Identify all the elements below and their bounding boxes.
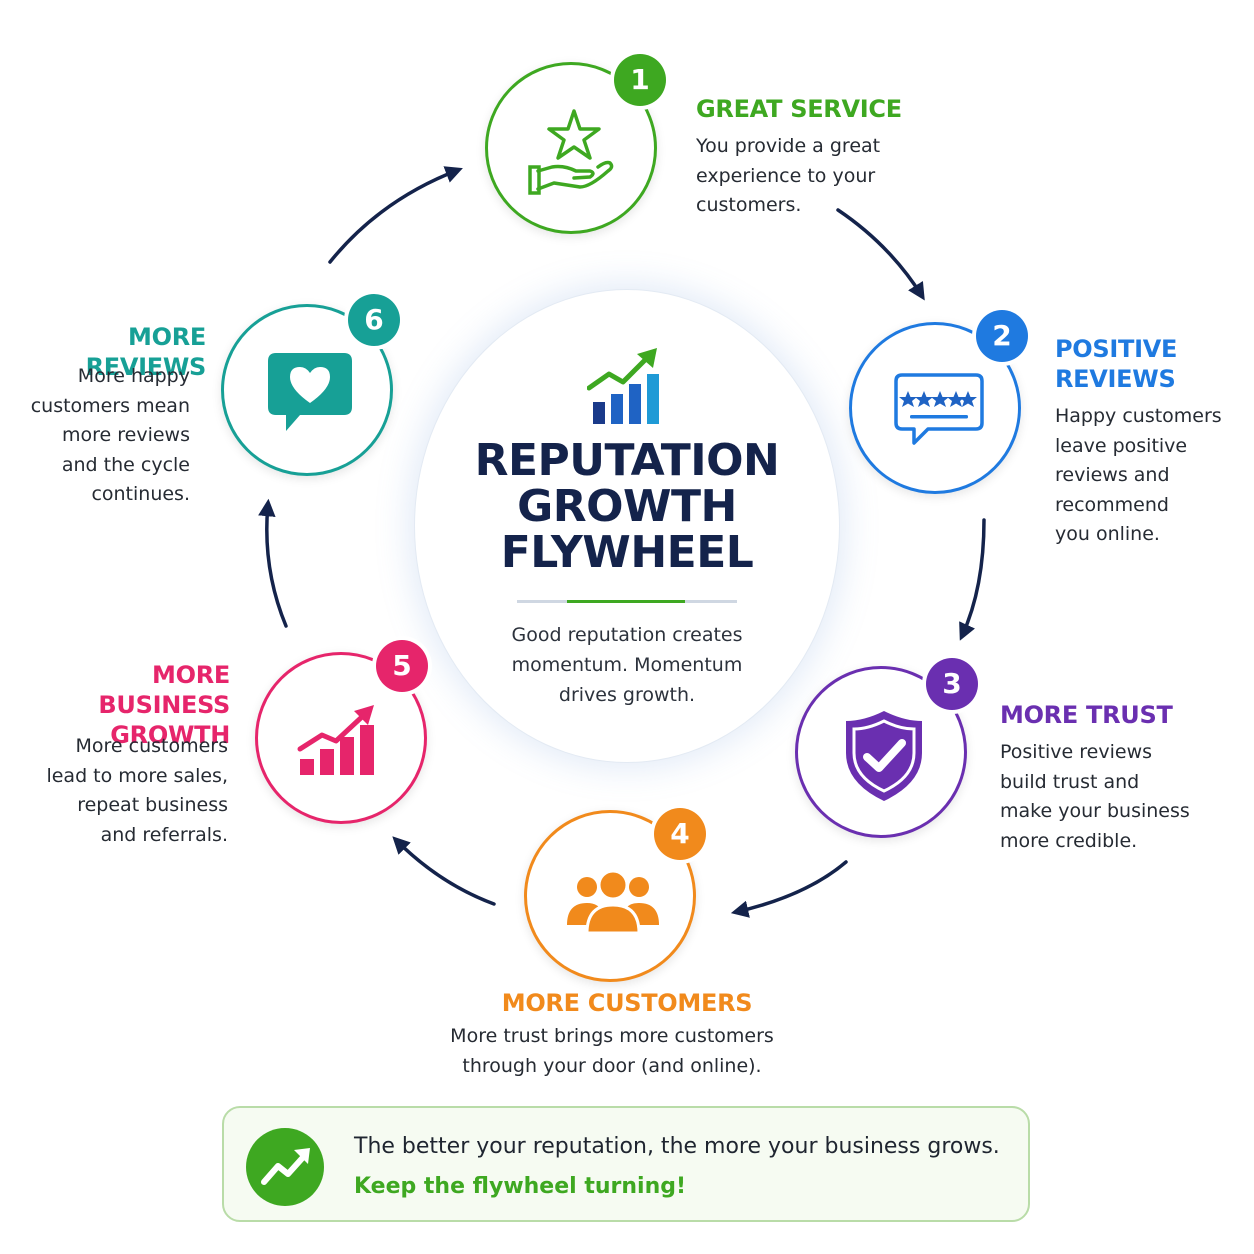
step-2-description-line: Happy customers xyxy=(1055,405,1222,427)
step-2-description: Happy customers leave positive reviews a… xyxy=(1055,402,1222,550)
step-1-title-line: GREAT SERVICE xyxy=(696,95,902,123)
arrow-1-to-2 xyxy=(836,208,925,301)
step-1-description: You provide a great experience to your c… xyxy=(696,132,880,221)
arrow-2-to-3 xyxy=(959,518,986,641)
step-3-description-line: Positive reviews xyxy=(1000,741,1153,763)
arrow-6-to-1 xyxy=(328,166,463,264)
arrow-4-to-5 xyxy=(392,836,496,906)
step-1-badge: 1 xyxy=(614,54,666,106)
star-rating-chat-icon xyxy=(894,373,984,445)
heart-chat-bubble-icon xyxy=(268,353,352,431)
step-4-description-line: More trust brings more customers xyxy=(450,1025,774,1047)
hub-title-line: REPUTATION xyxy=(474,435,780,486)
arrow-3-to-4 xyxy=(730,860,848,918)
step-2-title: POSITIVE REVIEWS xyxy=(1055,334,1177,394)
step-6-description-line: continues. xyxy=(91,483,190,506)
banner-message: The better your reputation, the more you… xyxy=(354,1134,1000,1159)
trend-up-arrow-icon xyxy=(246,1128,324,1206)
step-3-description-line: more credible. xyxy=(1000,829,1138,852)
hub-description: Good reputation creates momentum. Moment… xyxy=(485,620,769,710)
step-6-description-line: More happy xyxy=(77,365,190,387)
step-4-description-line: through your door (and online). xyxy=(462,1054,762,1077)
step-2-title-line: REVIEWS xyxy=(1055,365,1176,393)
step-5-badge: 5 xyxy=(376,640,428,692)
step-2-circle xyxy=(849,322,1021,494)
step-4-description: More trust brings more customers through… xyxy=(392,1022,832,1081)
step-3-description-line: build trust and xyxy=(1000,770,1140,793)
growth-chart-icon xyxy=(587,348,659,424)
step-5-description-line: More customers xyxy=(75,735,228,757)
step-1-description-line: You provide a great xyxy=(696,135,881,157)
step-2-description-line: leave positive xyxy=(1055,434,1188,457)
step-5-description-line: and referrals. xyxy=(100,823,228,846)
step-6-description-line: customers mean xyxy=(30,394,190,417)
step-3-title: MORE TRUST xyxy=(1000,700,1173,730)
step-2-badge: 2 xyxy=(976,310,1028,362)
step-5-description: More customers lead to more sales, repea… xyxy=(10,732,228,850)
step-6-title: MORE REVIEWS xyxy=(10,322,207,382)
hub-title-line: FLYWHEEL xyxy=(500,527,754,578)
takeaway-banner: The better your reputation, the more you… xyxy=(222,1106,1030,1222)
step-3-description: Positive reviews build trust and make yo… xyxy=(1000,738,1190,856)
center-hub: REPUTATION GROWTH FLYWHEEL Good reputati… xyxy=(415,290,839,762)
hub-description-line: momentum. Momentum xyxy=(511,654,743,676)
step-5-title-line: MORE BUSINESS xyxy=(98,661,230,719)
shield-check-icon xyxy=(846,711,922,801)
hub-description-line: Good reputation creates xyxy=(511,624,743,646)
step-6-badge: 6 xyxy=(348,294,400,346)
step-5-title-line: GROWTH xyxy=(110,721,230,749)
step-5-description-line: lead to more sales, xyxy=(46,764,228,787)
step-6-description-line: more reviews xyxy=(62,424,190,447)
step-1-description-line: experience to your xyxy=(696,164,876,187)
step-3-badge: 3 xyxy=(926,658,978,710)
step-4-title-line: MORE CUSTOMERS xyxy=(501,989,753,1017)
people-group-icon xyxy=(567,869,659,935)
hub-description-line: drives growth. xyxy=(558,684,696,706)
step-1-title: GREAT SERVICE xyxy=(696,94,902,124)
step-2-description-line: you online. xyxy=(1055,523,1160,546)
step-3-description-line: make your business xyxy=(1000,800,1190,823)
arrow-5-to-6 xyxy=(258,498,288,628)
step-5-title: MORE BUSINESS GROWTH xyxy=(20,660,230,750)
step-4-badge: 4 xyxy=(654,808,706,860)
banner-call-to-action: Keep the flywheel turning! xyxy=(354,1174,687,1199)
step-2-description-line: reviews and xyxy=(1055,464,1170,487)
step-3-circle xyxy=(795,666,967,838)
step-6-title-line: MORE REVIEWS xyxy=(85,323,207,381)
hub-divider-accent xyxy=(567,600,685,603)
step-3-title-line: MORE TRUST xyxy=(1000,701,1173,729)
step-6-description: More happy customers mean more reviews a… xyxy=(10,362,190,510)
step-1-description-line: customers. xyxy=(696,194,802,217)
step-6-description-line: and the cycle xyxy=(61,453,190,476)
step-5-description-line: repeat business xyxy=(77,794,228,817)
growth-bar-chart-icon xyxy=(297,705,374,775)
step-2-title-line: POSITIVE xyxy=(1055,335,1178,363)
hub-title: REPUTATION GROWTH FLYWHEEL xyxy=(415,438,839,576)
star-in-hand-icon xyxy=(528,109,614,195)
hub-title-line: GROWTH xyxy=(517,481,737,532)
step-2-description-line: recommend xyxy=(1055,493,1169,516)
step-4-title: MORE CUSTOMERS xyxy=(427,988,827,1018)
